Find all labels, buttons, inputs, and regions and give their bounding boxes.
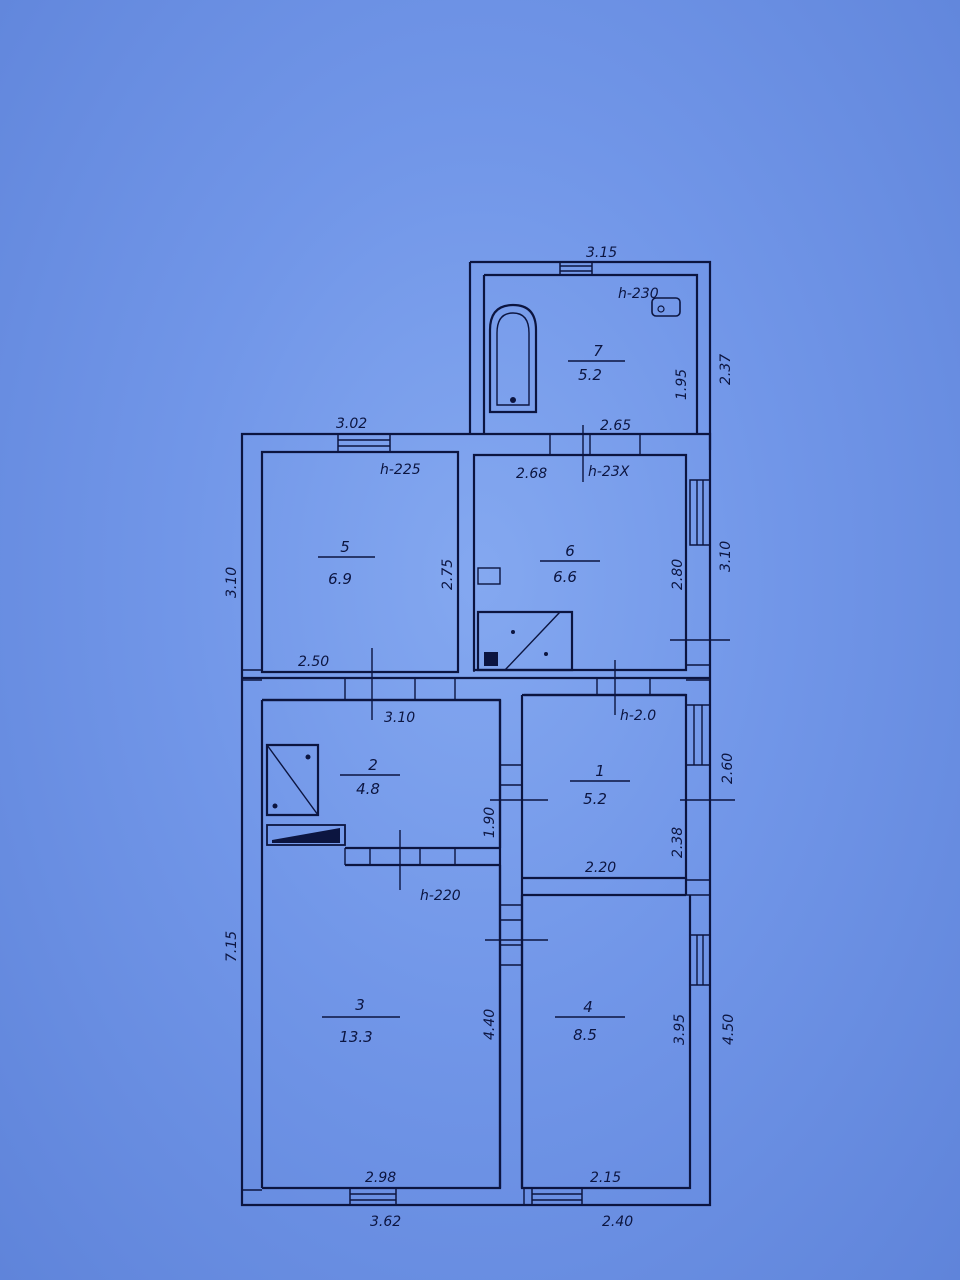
dim-room6-top: 2.68: [516, 466, 547, 482]
dim-bath-right: 2.37: [718, 354, 734, 385]
dim-top-room5: 3.02: [336, 416, 367, 432]
dimensions-horizontal: 3.15 2.65 3.02 2.68 2.50 3.10 2.20 2.98 …: [298, 245, 633, 1230]
dim-left-total: 7.15: [224, 931, 240, 962]
room-4-area: 8.5: [573, 1026, 597, 1044]
ceiling-heights: h-230 h-225 h-23X h-2.0 h-220: [380, 286, 659, 904]
dim-left-room5: 3.10: [224, 567, 240, 598]
room-7-number: 7: [593, 342, 603, 360]
height-room-7: h-230: [618, 286, 659, 302]
room-4-number: 4: [583, 998, 593, 1016]
room-2-number: 2: [368, 756, 378, 774]
dim-room4-right: 4.50: [721, 1014, 737, 1045]
height-room-5: h-225: [380, 462, 421, 478]
room-labels: 7 5.2 5 6.9 6 6.6 2 4.8 1 5.2 3 13.3 4 8…: [318, 342, 630, 1046]
dim-room6-inner-v: 2.80: [670, 559, 686, 590]
dim-room4-inner-v: 3.95: [672, 1014, 688, 1045]
room-5-area: 6.9: [328, 570, 352, 588]
windows: [337, 261, 711, 1206]
dim-room1-right: 2.60: [720, 753, 736, 784]
dim-bottom-left: 3.62: [370, 1214, 401, 1230]
dim-room2-inner-v: 1.90: [482, 807, 498, 838]
room-7-area: 5.2: [578, 366, 602, 384]
room-2-area: 4.8: [356, 780, 380, 798]
room-6-number: 6: [565, 542, 575, 560]
heater-icon: [265, 743, 346, 846]
dim-bath-inner-v: 1.95: [674, 369, 690, 400]
dim-bath-inner-h: 2.65: [600, 418, 631, 434]
room-6-area: 6.6: [553, 568, 577, 586]
dimensions-vertical: 2.37 1.95 3.10 2.75 2.80 3.10 1.90 2.60 …: [224, 354, 737, 1045]
height-room-1: h-2.0: [620, 708, 656, 724]
room-5-number: 5: [340, 538, 350, 556]
dim-room5-inner-h: 2.50: [298, 654, 329, 670]
dim-room3-inner-h: 2.98: [365, 1170, 396, 1186]
room-3-number: 3: [355, 996, 365, 1014]
room-1-area: 5.2: [583, 790, 607, 808]
stove-icon: [476, 567, 574, 672]
height-room-3: h-220: [420, 888, 461, 904]
dim-room1-inner-v: 2.38: [670, 827, 686, 858]
dim-top-bath: 3.15: [586, 245, 617, 261]
doors: [371, 425, 735, 941]
dim-bottom-right: 2.40: [602, 1214, 633, 1230]
dim-room5-inner-v: 2.75: [440, 559, 456, 590]
room-3-area: 13.3: [339, 1028, 372, 1046]
dim-room6-right: 3.10: [718, 541, 734, 572]
walls: [240, 260, 712, 1207]
dim-room1-inner-h: 2.20: [585, 860, 616, 876]
room-1-number: 1: [595, 762, 605, 780]
dim-room4-inner-h: 2.15: [590, 1170, 621, 1186]
bathtub-icon: [488, 303, 538, 414]
height-room-6: h-23X: [588, 464, 630, 480]
sink-icon: [651, 297, 681, 317]
dim-room2-top: 3.10: [384, 710, 415, 726]
dim-room3-inner-v: 4.40: [482, 1009, 498, 1040]
